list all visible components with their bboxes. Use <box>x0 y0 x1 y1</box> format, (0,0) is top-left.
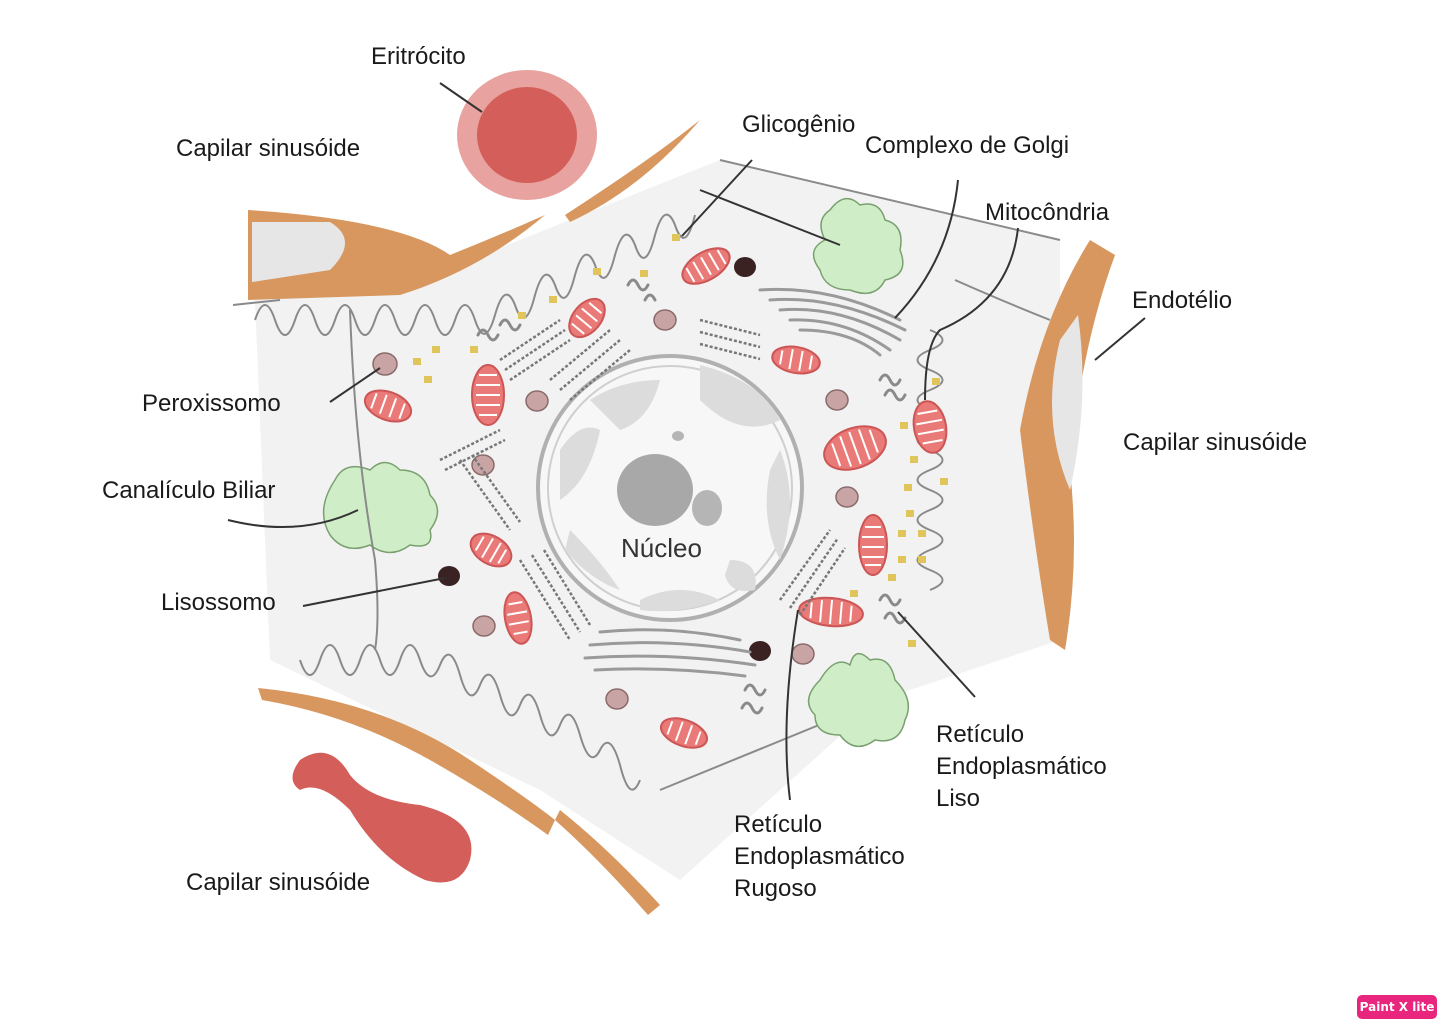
mitochondria-group <box>363 247 948 749</box>
mitochondrion-icon <box>471 364 505 426</box>
smooth-er <box>476 278 907 715</box>
erythrocyte-bottom <box>292 752 472 883</box>
paint-x-lite-watermark: Paint X lite <box>1357 995 1437 1019</box>
label-rel-1: Retículo <box>936 721 1024 748</box>
capillary-bottom <box>258 688 660 915</box>
mitochondrion-icon <box>771 345 821 375</box>
rough-er <box>439 318 847 641</box>
label-endotelio: Endotélio <box>1132 287 1232 314</box>
erythrocyte-top-core <box>477 87 577 183</box>
label-rer-3: Rugoso <box>734 875 817 902</box>
label-glicogenio: Glicogênio <box>742 111 855 138</box>
nucleolus <box>617 454 693 526</box>
glycogen-icon <box>413 358 421 365</box>
glycogen-icon <box>918 556 926 563</box>
label-mitocondria: Mitocôndria <box>985 199 1110 226</box>
glycogen-icon <box>904 484 912 491</box>
label-lisossomo: Lisossomo <box>161 589 276 616</box>
glycogen-icon <box>908 640 916 647</box>
glycogen-icon <box>850 590 858 597</box>
label-rel-3: Liso <box>936 785 980 812</box>
golgi-complex-lower <box>583 628 757 678</box>
mitochondrion-icon <box>681 247 731 285</box>
label-canaliculo: Canalículo Biliar <box>102 477 275 504</box>
peroxisome-icon <box>471 454 495 476</box>
bile-canaliculus-bottom <box>807 652 910 748</box>
leader-lines <box>227 82 1146 801</box>
label-golgi: Complexo de Golgi <box>865 132 1069 159</box>
peroxisome-icon <box>372 352 398 376</box>
mitochondrion-icon <box>798 596 864 628</box>
capillary-top-left <box>248 120 700 300</box>
glycogen-icon <box>898 530 906 537</box>
label-rer-1: Retículo <box>734 811 822 838</box>
label-rel-2: Endoplasmático <box>936 753 1107 780</box>
peroxisome-icon <box>472 615 496 637</box>
glycogen-icon <box>640 270 648 277</box>
glycogen-icon <box>593 268 601 275</box>
glycogen-icon <box>898 556 906 563</box>
golgi-complex <box>758 287 907 357</box>
mitochondrion-icon <box>660 717 708 749</box>
glycogen-icon <box>549 296 557 303</box>
label-capilar-top: Capilar sinusóide <box>176 135 360 162</box>
label-capilar-right: Capilar sinusóide <box>1123 429 1307 456</box>
glycogen-icon <box>906 510 914 517</box>
glycogen-icon <box>518 312 526 319</box>
lysosome-group <box>438 257 771 661</box>
glycogen-icon <box>470 346 478 353</box>
glycogen-icon <box>932 378 940 385</box>
endothelium-right <box>1020 240 1115 650</box>
peroxisome-icon <box>791 643 815 665</box>
cell-boundaries <box>232 279 1051 651</box>
mitochondrion-icon <box>858 514 888 576</box>
lysosome-icon <box>749 641 771 661</box>
bile-canaliculus <box>322 461 439 554</box>
peroxisome-icon <box>525 390 549 412</box>
label-rer-2: Endoplasmático <box>734 843 905 870</box>
glycogen-icon <box>940 478 948 485</box>
mitochondrion-icon <box>363 389 413 423</box>
peroxisome-icon <box>605 688 629 710</box>
mitochondrion-icon <box>503 591 533 645</box>
peroxisome-group <box>372 309 859 710</box>
glycogen-icon <box>672 234 680 241</box>
lysosome-icon <box>438 566 460 586</box>
glycogen-icon <box>432 346 440 353</box>
mitochondrion-icon <box>823 425 887 471</box>
peroxisome-icon <box>653 309 677 331</box>
mitochondrion-icon <box>912 400 948 454</box>
glycogen-icon <box>888 574 896 581</box>
peroxisome-icon <box>835 486 859 508</box>
glycogen-icon <box>918 530 926 537</box>
bile-canaliculus-top <box>812 197 904 295</box>
label-nucleo: Núcleo <box>621 533 702 563</box>
glycogen-icon <box>900 422 908 429</box>
glycogen-icon <box>910 456 918 463</box>
peroxisome-icon <box>825 389 849 411</box>
label-peroxissomo: Peroxissomo <box>142 390 281 417</box>
label-eritrocito: Eritrócito <box>371 43 466 70</box>
lysosome-icon <box>734 257 756 277</box>
nucleolus-small <box>692 490 722 526</box>
label-capilar-bottom: Capilar sinusóide <box>186 869 370 896</box>
mitochondrion-icon <box>568 297 606 339</box>
glycogen-icon <box>424 376 432 383</box>
mitochondrion-icon <box>469 532 513 568</box>
glycogen-group <box>413 234 948 647</box>
nucleus <box>536 354 804 622</box>
